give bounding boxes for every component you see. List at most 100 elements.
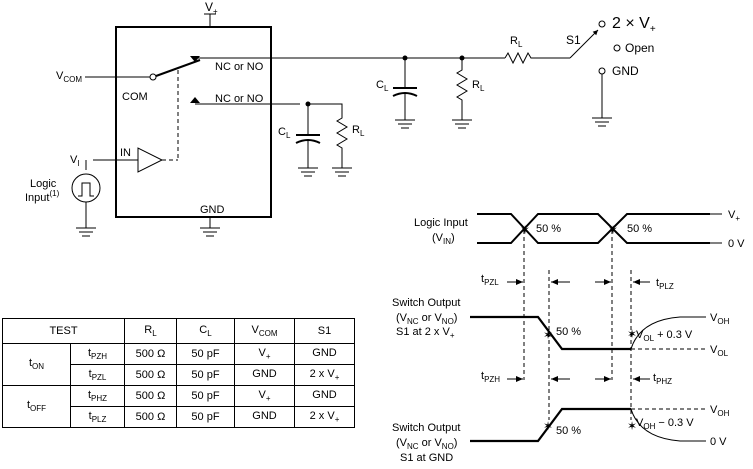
- param-cell: tPLZ: [70, 406, 125, 428]
- zero-v-level-2: 0 V: [710, 436, 727, 448]
- device-gnd-label: GND: [200, 204, 225, 216]
- logic-input-label-1: Logic Input: [414, 217, 468, 229]
- ground-icon: [332, 167, 352, 177]
- s1-terminal-2v: [598, 20, 606, 28]
- nc-no-1-label: NC or NO: [215, 61, 264, 73]
- ground-icon: [592, 117, 612, 127]
- sw-out-2-line3: S1 at GND: [400, 452, 453, 464]
- header-cl: CL: [176, 318, 235, 344]
- two-vplus-label: 2 × V+: [612, 15, 656, 35]
- cl-cell: 50 pF: [176, 343, 235, 365]
- s1-cell: 2 x V+: [294, 364, 355, 386]
- cl2-label: CL: [278, 126, 291, 140]
- table-header-row: TEST RL CL VCOM S1: [2, 318, 355, 344]
- open-label: Open: [625, 41, 654, 55]
- table-row: tPLZ 500 Ω 50 pF GND 2 x V+: [3, 406, 355, 428]
- header-vcom: VCOM: [234, 318, 295, 344]
- logic-input-high-trace: [477, 213, 710, 244]
- vol-plus-label: VOL + 0.3 V: [636, 329, 693, 343]
- rl-cell: 500 Ω: [124, 385, 177, 407]
- cl-cell: 50 pF: [176, 406, 235, 428]
- s1-label: S1: [566, 33, 581, 47]
- device-box: [115, 26, 272, 218]
- contact-2-arrow: [190, 97, 200, 103]
- rl1-label: RL: [472, 79, 485, 93]
- cross-marker-2: ✶: [608, 223, 618, 237]
- voh-level-2: VOH: [710, 404, 730, 418]
- vi-label: VI: [70, 154, 80, 168]
- sw-out-1-line1: Switch Output: [392, 297, 460, 309]
- group-label-ton: tON: [2, 343, 71, 386]
- cross-marker-4: ✶: [627, 327, 637, 341]
- resistor-rl2: [308, 103, 348, 168]
- rl-cell: 500 Ω: [124, 343, 177, 365]
- cross-marker-5: ✶: [543, 419, 553, 433]
- ground-icon: [395, 119, 415, 129]
- s1-gnd-label: GND: [612, 64, 639, 78]
- s1-terminal-gnd: [598, 67, 606, 75]
- circuit: V+ VCOM COM NC or NO NC or NO IN VI Logi…: [25, 0, 656, 237]
- sw-out-2-rising-trace: [470, 407, 631, 443]
- timing-diagram: Logic Input (VIN) V+ 0 V 50 % 50 % ✶ ✶ t…: [392, 209, 745, 464]
- pct-50-2: 50 %: [627, 223, 652, 235]
- nc-no-2-label: NC or NO: [215, 93, 264, 105]
- zero-v-level-1: 0 V: [728, 238, 745, 250]
- vcom-cell: V+: [234, 343, 295, 365]
- pct-50-3: 50 %: [556, 326, 581, 338]
- com-label: COM: [122, 91, 148, 103]
- param-cell: tPZL: [70, 364, 125, 386]
- s1-cell: GND: [294, 385, 355, 407]
- cross-marker-6: ✶: [627, 419, 637, 433]
- logic-input-label-2: (VIN): [432, 232, 455, 246]
- vcom-cell: GND: [234, 364, 295, 386]
- resistor-rl-series: [504, 51, 570, 65]
- param-cell: tPZH: [70, 343, 125, 365]
- header-rl: RL: [124, 318, 177, 344]
- rl2-label: RL: [352, 124, 365, 138]
- ground-icon: [452, 119, 472, 129]
- s1-cell: GND: [294, 343, 355, 365]
- tphz-label: tPHZ: [653, 372, 672, 386]
- vcom-cell: GND: [234, 406, 295, 428]
- pulse-icon: [78, 182, 94, 197]
- cl-cell: 50 pF: [176, 385, 235, 407]
- sw-out-2-line1: Switch Output: [392, 422, 460, 434]
- vol-level-1: VOL: [710, 344, 729, 358]
- sw-out-1-line2: (VNC or VNO): [396, 312, 457, 326]
- group-label-toff: tOFF: [2, 385, 71, 428]
- tpzl-label: tPZL: [481, 273, 499, 287]
- cl-cell: 50 pF: [176, 364, 235, 386]
- ground-icon: [298, 167, 318, 177]
- sw-out-2-line2: (VNC or VNO): [396, 437, 457, 451]
- ground-icon: [200, 227, 220, 237]
- logic-label-1: Logic: [30, 178, 57, 190]
- header-test: TEST: [2, 318, 125, 344]
- logic-label-2: Input(1): [25, 189, 60, 204]
- input-buffer: [137, 147, 164, 173]
- sw-out-1-recovery-trace: [630, 316, 706, 350]
- sw-out-1-line3: S1 at 2 x V+: [396, 326, 455, 340]
- com-node: [149, 73, 157, 81]
- switch-arm: [155, 59, 201, 77]
- cross-marker-3: ✶: [543, 328, 553, 342]
- s1-switch-blade: [569, 29, 599, 59]
- s1-cell: 2 x V+: [294, 406, 355, 428]
- voh-minus-label: VOH − 0.3 V: [636, 417, 694, 431]
- test-conditions-table: TEST RL CL VCOM S1 tON tPZH 500 Ω 50 pF …: [2, 318, 355, 428]
- table-row: tOFF tPHZ 500 Ω 50 pF V+ GND: [2, 385, 355, 428]
- tplz-label: tPLZ: [656, 277, 674, 291]
- vplus-top-label: V+: [205, 0, 218, 16]
- ground-icon: [76, 227, 96, 237]
- resistor-rl1: [456, 58, 468, 120]
- rl-series-label: RL: [510, 35, 523, 49]
- pct-50-1: 50 %: [536, 223, 561, 235]
- logic-input-low-trace: [477, 213, 710, 244]
- vcom-cell: V+: [234, 385, 295, 407]
- rl-cell: 500 Ω: [124, 364, 177, 386]
- cl1-label: CL: [376, 79, 389, 93]
- param-cell: tPHZ: [70, 385, 125, 407]
- tpzh-label: tPZH: [481, 370, 500, 384]
- sw-out-1-falling-trace: [470, 315, 631, 351]
- voh-level-1: VOH: [710, 312, 730, 326]
